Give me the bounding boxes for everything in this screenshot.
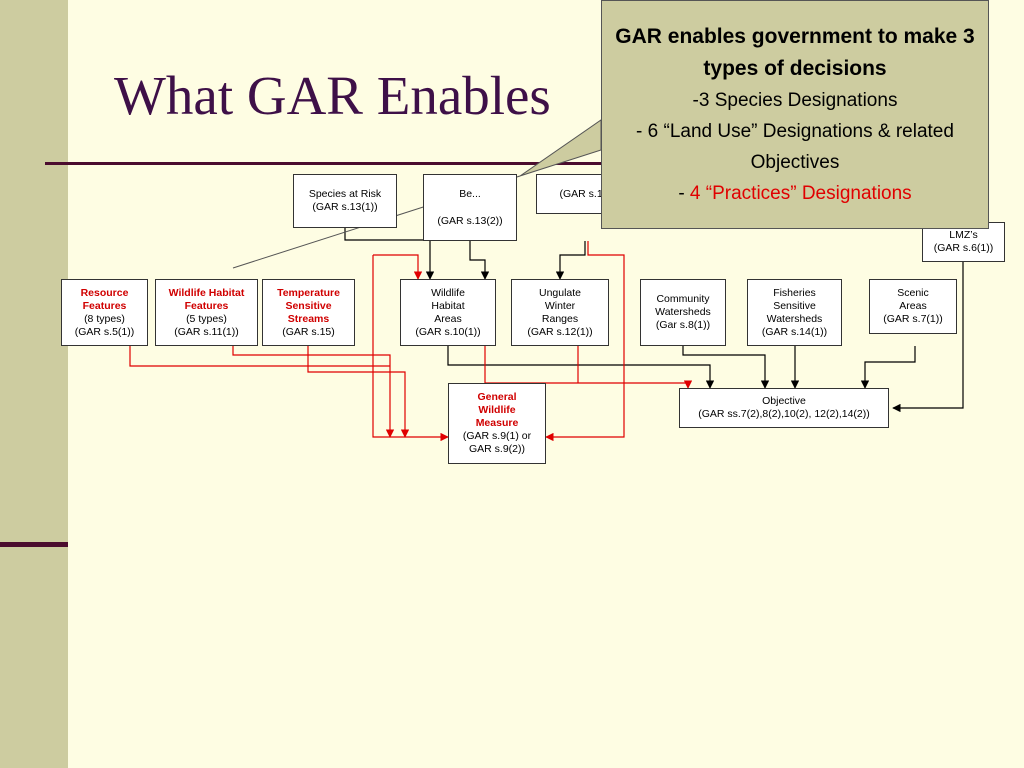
- box-reference: (GAR s.13(2)): [437, 214, 503, 227]
- item-text: 6 “Land Use” Designations & related Obje…: [647, 120, 954, 173]
- scenic-areas-box: Scenic Areas (GAR s.7(1)): [869, 279, 957, 334]
- box-name: Scenic Areas: [897, 287, 929, 312]
- box-name: Wildlife Habitat Areas: [431, 286, 465, 325]
- callout-heading: GAR enables government to make 3 types o…: [615, 24, 975, 80]
- box-reference: (GAR s.13: [559, 187, 609, 200]
- item-prefix: -: [678, 182, 690, 204]
- slide-title: What GAR Enables: [114, 65, 551, 126]
- box-name: Species at Risk: [308, 188, 382, 200]
- callout-item-practices: - 4 “Practices” Designations: [678, 178, 911, 209]
- fisheries-sensitive-watersheds-box: Fisheries Sensitive Watersheds (GAR s.14…: [747, 279, 842, 346]
- box-name: Be...: [459, 187, 481, 200]
- sidebar-band: [0, 0, 68, 768]
- wildlife-habitat-areas-box: Wildlife Habitat Areas (GAR s.10(1)): [400, 279, 496, 346]
- box-name: General Wildlife Measure: [475, 391, 519, 429]
- box-name: Community Watersheds: [655, 293, 711, 318]
- box-reference: (GAR s.5(1)): [74, 325, 135, 338]
- box-reference: (GAR s.11(1)): [174, 325, 239, 338]
- item-prefix: -: [636, 120, 648, 142]
- box-detail: (5 types): [186, 312, 227, 325]
- box-name: LMZ’s: [949, 229, 978, 241]
- item-text: 4 “Practices” Designations: [689, 182, 912, 204]
- box-name: Resource Features: [80, 286, 129, 312]
- objective-box: Objective (GAR ss.7(2),8(2),10(2), 12(2)…: [679, 388, 889, 428]
- box-reference: (GAR ss.7(2),8(2),10(2), 12(2),14(2)): [698, 408, 870, 420]
- box-detail: (8 types): [84, 312, 125, 325]
- temperature-sensitive-streams-box: Temperature Sensitive Streams (GAR s.15): [262, 279, 355, 346]
- box-reference: (GAR s.12(1)): [527, 325, 593, 338]
- box-reference: (GAR s.15): [282, 325, 335, 338]
- resource-features-box: Resource Features (8 types) (GAR s.5(1)): [61, 279, 148, 346]
- general-wildlife-measure-box: General Wildlife Measure (GAR s.9(1) or …: [448, 383, 546, 464]
- box-name: Wildlife Habitat Features: [168, 286, 245, 312]
- box-reference: (GAR s.10(1)): [415, 325, 481, 338]
- box-name: Temperature Sensitive Streams: [277, 286, 340, 325]
- box-reference: (GAR s.14(1)): [761, 325, 828, 338]
- box-reference: (GAR s.13(1)): [312, 201, 378, 213]
- item-prefix: -: [692, 89, 699, 111]
- box-name: Objective: [762, 395, 806, 407]
- callout-box: GAR enables government to make 3 types o…: [601, 0, 989, 229]
- box-name: Ungulate Winter Ranges: [538, 286, 582, 325]
- box-reference: (Gar s.8(1)): [655, 319, 711, 331]
- regionally-important-wildlife-box: Be... (GAR s.13(2)): [423, 174, 517, 241]
- ungulate-winter-ranges-box: Ungulate Winter Ranges (GAR s.12(1)): [511, 279, 609, 346]
- box-reference: (GAR s.6(1)): [933, 242, 994, 254]
- item-text: 3 Species Designations: [698, 89, 898, 111]
- wildlife-habitat-features-box: Wildlife Habitat Features (5 types) (GAR…: [155, 279, 258, 346]
- box-reference: (GAR s.9(1) or GAR s.9(2)): [462, 430, 532, 455]
- callout-item-species: -3 Species Designations: [693, 85, 898, 116]
- box-reference: (GAR s.7(1)): [883, 313, 943, 325]
- species-at-risk-box: Species at Risk (GAR s.13(1)): [293, 174, 397, 228]
- community-watersheds-box: Community Watersheds (Gar s.8(1)): [640, 279, 726, 346]
- box-name: Fisheries Sensitive Watersheds: [766, 286, 823, 325]
- callout-item-land-use: - 6 “Land Use” Designations & related Ob…: [615, 116, 975, 178]
- title-underline: [45, 162, 605, 165]
- sidebar-divider: [0, 542, 68, 547]
